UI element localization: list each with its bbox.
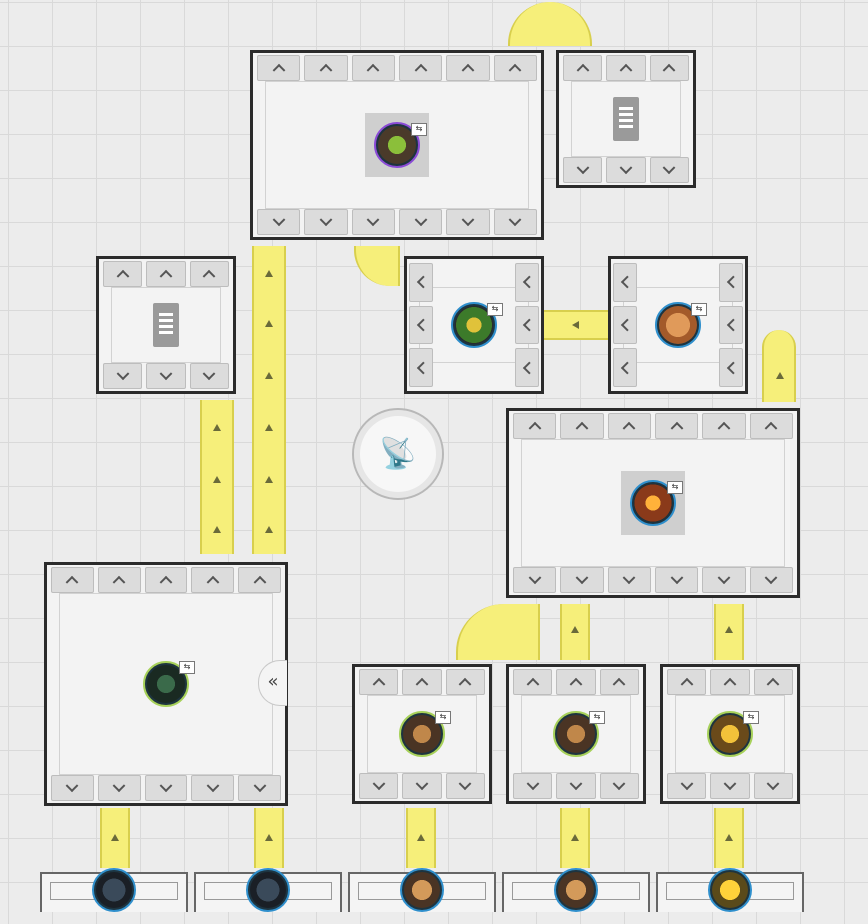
output-ports (513, 567, 793, 593)
output-ports (513, 773, 639, 799)
belt-arrow-icon (725, 834, 733, 841)
input-ports (257, 55, 537, 81)
copper-ore-icon[interactable] (400, 868, 444, 912)
output-ports (103, 363, 229, 389)
belt-arrow-icon (776, 372, 784, 379)
belt-arrow-icon (213, 424, 221, 431)
swap-recipe-icon[interactable]: ⇆ (179, 661, 195, 674)
belt-arrow-icon (265, 834, 273, 841)
output-ports (563, 157, 689, 183)
refinery-ore[interactable]: ⇆ (506, 408, 800, 598)
belt-left-tall[interactable] (252, 246, 286, 554)
input-ports (667, 669, 793, 695)
belt-top-arc[interactable] (508, 2, 592, 46)
storage-top-right[interactable] (556, 50, 696, 188)
coal-icon[interactable] (246, 868, 290, 912)
smelter-brick[interactable]: ⇆ (608, 256, 748, 394)
assembler-top[interactable]: ⇆ (250, 50, 544, 240)
storage-icon (613, 97, 639, 141)
crusher-3[interactable]: ⇆ (660, 664, 800, 804)
belt-arrow-icon (265, 526, 273, 533)
extractor-copper-2[interactable] (502, 868, 650, 912)
belt-arrow-icon (572, 321, 579, 329)
output-ports (51, 775, 281, 801)
belt-arrow-icon (571, 626, 579, 633)
input-ports (103, 261, 229, 287)
swap-recipe-icon[interactable]: ⇆ (589, 711, 605, 724)
belt-arrow-icon (265, 372, 273, 379)
input-ports (563, 55, 689, 81)
swap-recipe-icon[interactable]: ⇆ (667, 481, 683, 494)
swap-recipe-icon[interactable]: ⇆ (411, 123, 427, 136)
crusher-2[interactable]: ⇆ (506, 664, 646, 804)
output-ports (719, 263, 743, 388)
belt-arrow-icon (265, 476, 273, 483)
input-ports (613, 263, 637, 388)
belt-arrow-icon (265, 270, 273, 277)
input-ports (51, 567, 281, 593)
belt-right-feed[interactable] (762, 330, 796, 402)
antenna-icon: 📡 (379, 436, 417, 472)
belt-arrow-icon (265, 320, 273, 327)
belt-arrow-icon (417, 834, 425, 841)
swap-recipe-icon[interactable]: ⇆ (487, 303, 503, 316)
smelter-gem[interactable]: ⇆ (404, 256, 544, 394)
belt-arrow-icon (111, 834, 119, 841)
processor-dark[interactable]: ⇆ (44, 562, 288, 806)
input-ports (513, 669, 639, 695)
output-ports (667, 773, 793, 799)
input-ports (513, 413, 793, 439)
extractor-coal-2[interactable] (194, 868, 342, 912)
output-ports (359, 773, 485, 799)
copper-ore-icon[interactable] (554, 868, 598, 912)
swap-recipe-icon[interactable]: ⇆ (743, 711, 759, 724)
belt-arrow-icon (213, 476, 221, 483)
swap-recipe-icon[interactable]: ⇆ (435, 711, 451, 724)
gold-ore-icon[interactable] (708, 868, 752, 912)
crusher-1[interactable]: ⇆ (352, 664, 492, 804)
coal-icon[interactable] (92, 868, 136, 912)
belt-arrow-icon (571, 834, 579, 841)
belt-arc-mid[interactable] (354, 246, 400, 286)
input-ports (409, 263, 433, 388)
dark-crystal-icon[interactable] (143, 661, 189, 707)
belt-arc-bottom[interactable] (456, 604, 540, 660)
extractor-gold[interactable] (656, 868, 804, 912)
swap-recipe-icon[interactable]: ⇆ (691, 303, 707, 316)
extractor-coal-1[interactable] (40, 868, 188, 912)
radar-hub[interactable]: 📡 (352, 408, 444, 500)
storage-left[interactable] (96, 256, 236, 394)
belt-arrow-icon (213, 526, 221, 533)
input-ports (359, 669, 485, 695)
output-ports (515, 263, 539, 388)
double-chevron-left-icon: « (267, 671, 279, 692)
belt-arrow-icon (265, 424, 273, 431)
belt-arrow-icon (725, 626, 733, 633)
gem-ingot-icon[interactable] (451, 302, 497, 348)
output-ports (257, 209, 537, 235)
extractor-copper-1[interactable] (348, 868, 496, 912)
storage-icon (153, 303, 179, 347)
